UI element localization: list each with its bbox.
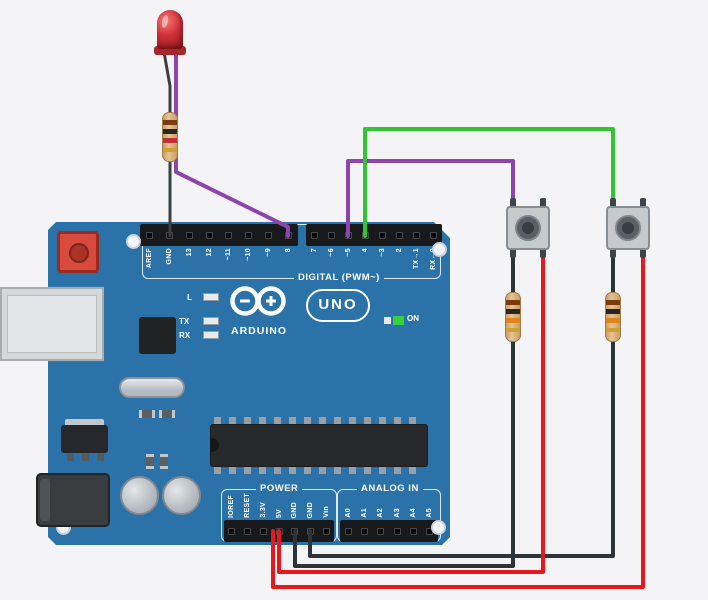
resistor-band bbox=[606, 300, 620, 305]
button-cap-inner bbox=[622, 222, 634, 234]
usb-interface-chip bbox=[139, 317, 176, 354]
pin-socket[interactable] bbox=[306, 224, 323, 246]
regulator-leg bbox=[82, 453, 89, 461]
resistor-button-2[interactable] bbox=[605, 292, 621, 342]
reset-button[interactable] bbox=[57, 231, 99, 273]
voltage-regulator-tab bbox=[65, 419, 104, 427]
pin-hole bbox=[259, 527, 267, 535]
pin-socket[interactable] bbox=[140, 224, 160, 246]
capacitor bbox=[162, 476, 201, 515]
pin-hole bbox=[311, 231, 318, 239]
resistor-band bbox=[506, 309, 520, 314]
power-jack bbox=[36, 473, 110, 527]
smd-component bbox=[146, 454, 154, 469]
voltage-regulator bbox=[61, 425, 108, 453]
resistor-band bbox=[163, 129, 177, 134]
pin-hole bbox=[244, 527, 252, 535]
resistor-band bbox=[506, 300, 520, 305]
resistor-button-1[interactable] bbox=[505, 292, 521, 342]
pushbutton-2[interactable] bbox=[606, 198, 650, 258]
pin-hole bbox=[146, 231, 154, 239]
pin-socket[interactable] bbox=[240, 520, 256, 542]
resistor-band bbox=[606, 328, 620, 332]
mounting-hole bbox=[126, 234, 141, 249]
led-rx-indicator bbox=[203, 331, 219, 339]
resistor-band bbox=[506, 328, 520, 332]
button-cap-inner bbox=[522, 222, 534, 234]
pin-socket[interactable] bbox=[255, 520, 271, 542]
reset-button-cap bbox=[69, 243, 89, 263]
pin-hole bbox=[328, 231, 335, 239]
pin-hole bbox=[228, 527, 236, 535]
smd-component bbox=[159, 410, 175, 418]
resistor-band bbox=[606, 309, 620, 314]
led-tx-label: TX bbox=[179, 317, 190, 326]
pin-socket[interactable] bbox=[224, 520, 240, 542]
smd-component bbox=[160, 454, 168, 469]
pushbutton-1[interactable] bbox=[506, 198, 550, 258]
resistor-band bbox=[163, 120, 177, 125]
atmega-notch bbox=[210, 438, 219, 452]
led-rx-label: RX bbox=[179, 331, 191, 340]
button-leg bbox=[640, 198, 646, 209]
led-l-label: L bbox=[187, 293, 192, 302]
resistor-led[interactable] bbox=[162, 112, 178, 162]
resistor-band bbox=[163, 148, 177, 152]
pin-socket[interactable] bbox=[323, 224, 340, 246]
resistor-band bbox=[506, 318, 520, 323]
regulator-leg bbox=[67, 453, 74, 461]
led-tx-indicator bbox=[203, 317, 219, 325]
capacitor bbox=[120, 476, 159, 515]
regulator-leg bbox=[97, 453, 104, 461]
power-jack-face bbox=[40, 479, 50, 521]
crystal-oscillator bbox=[119, 377, 185, 398]
smd-component bbox=[139, 410, 155, 418]
resistor-band bbox=[606, 318, 620, 323]
usb-port-inner bbox=[7, 295, 97, 353]
resistor-band bbox=[163, 138, 177, 143]
led-dome bbox=[157, 10, 183, 49]
usb-port bbox=[0, 287, 104, 361]
red-led[interactable] bbox=[154, 10, 186, 56]
led-l-indicator bbox=[203, 293, 219, 301]
